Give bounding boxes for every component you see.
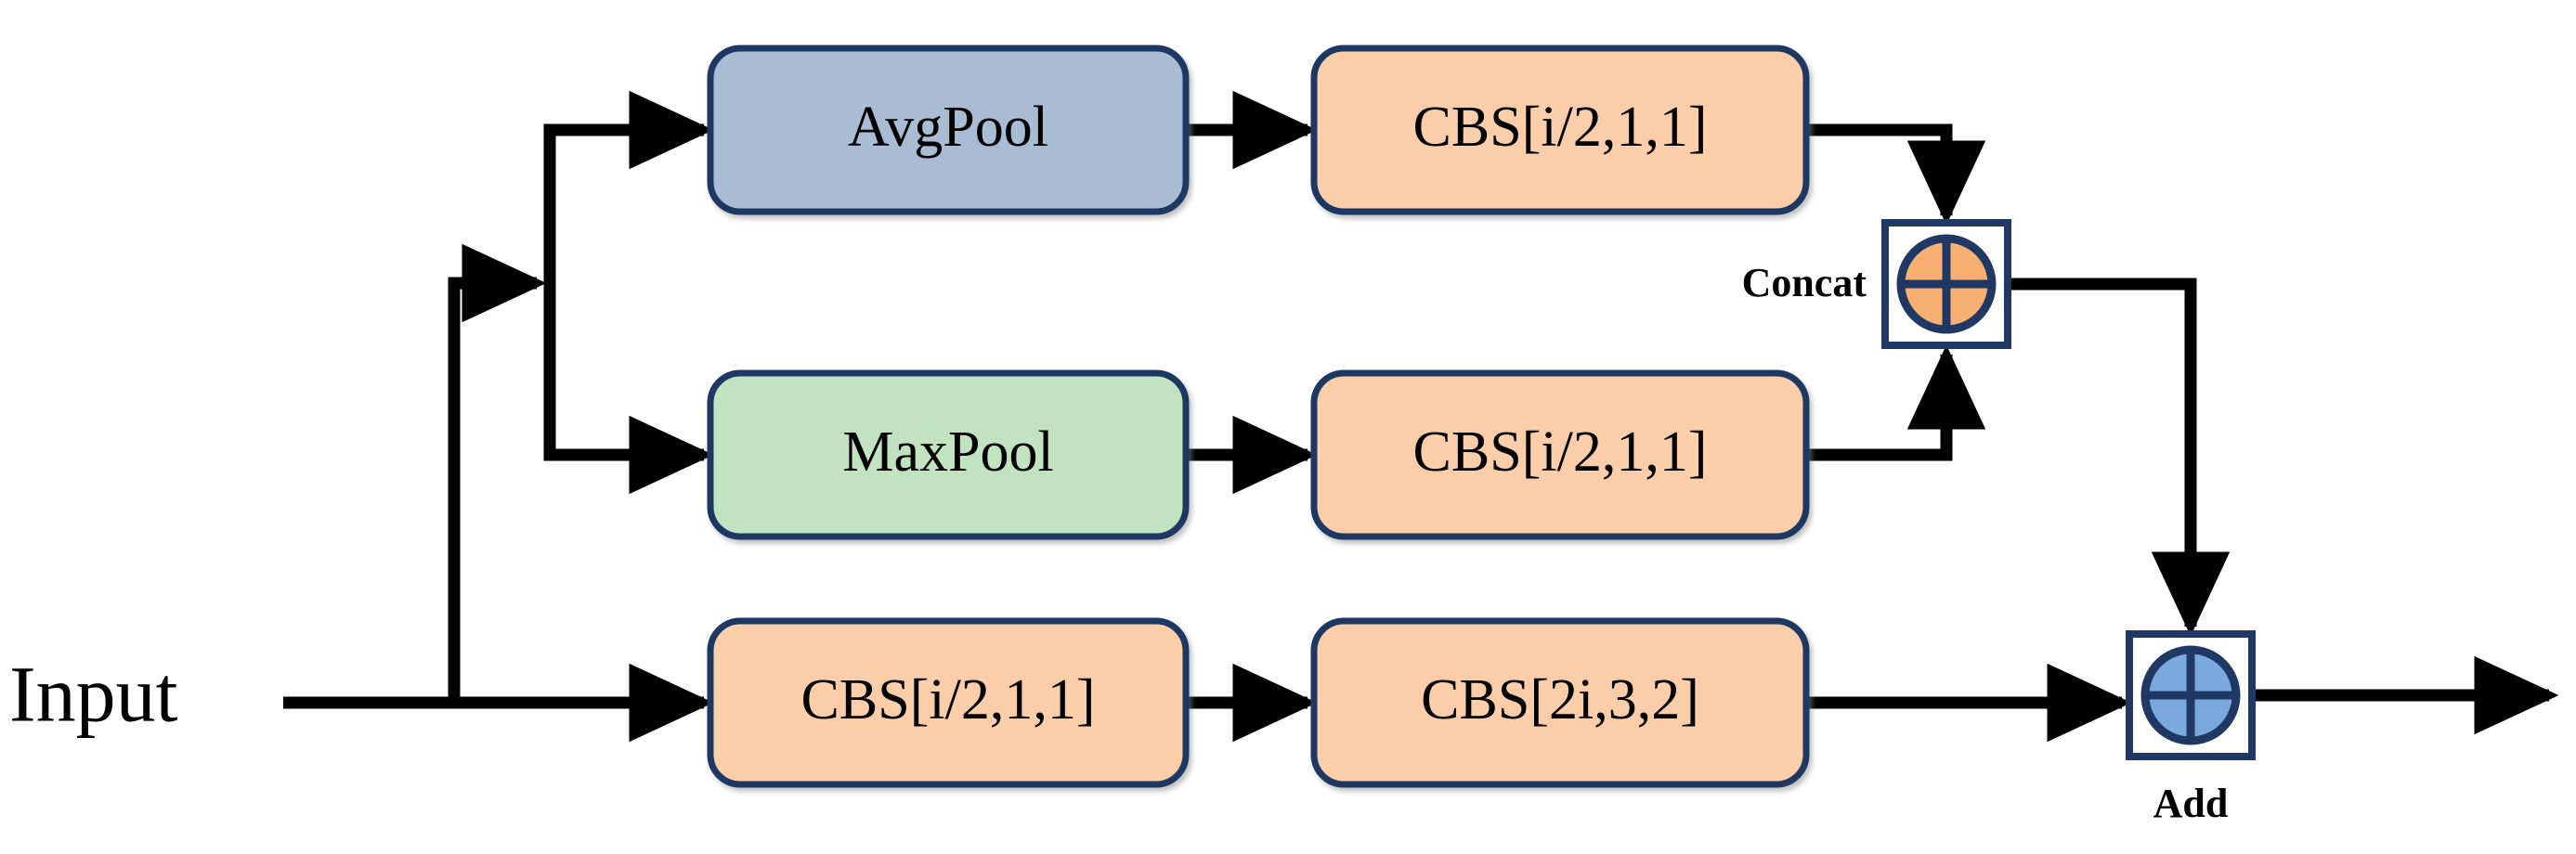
block-avgpool[interactable]: AvgPool (707, 45, 1190, 215)
connectors (283, 90, 2559, 743)
block-maxpool-label: MaxPool (842, 421, 1053, 484)
operator-concat-label: Concat (1742, 260, 1867, 305)
operator-concat[interactable]: Concat (1742, 219, 2011, 349)
block-avgpool-label: AvgPool (848, 96, 1048, 159)
block-maxpool[interactable]: MaxPool (707, 369, 1190, 540)
block-cbs-top[interactable]: CBS[i/2,1,1] (1310, 45, 1810, 215)
edge-input-split-riser (448, 243, 547, 703)
operator-add[interactable]: Add (2126, 630, 2256, 826)
block-cbs-bot2-shape[interactable] (1310, 617, 1810, 788)
block-cbs-top-label: CBS[i/2,1,1] (1413, 96, 1708, 159)
block-cbs-bot2-label: CBS[2i,3,2] (1421, 668, 1699, 731)
block-cbs-bot1-label: CBS[i/2,1,1] (801, 668, 1096, 731)
edge-cbstop-to-concat (1803, 123, 1986, 226)
block-cbs-bot1-shape[interactable] (707, 617, 1190, 788)
edge-concat-to-add (2011, 278, 2231, 637)
circle-plus-icon (1896, 234, 1997, 334)
block-cbs-bot2[interactable]: CBS[2i,3,2] (1310, 617, 1810, 788)
block-cbs-mid-label: CBS[i/2,1,1] (1413, 421, 1708, 484)
input-label: Input (9, 650, 178, 739)
block-cbs-mid-shape[interactable] (1310, 369, 1810, 540)
block-avgpool-shape[interactable] (707, 45, 1190, 215)
block-cbs-top-shape[interactable] (1310, 45, 1810, 215)
block-cbs-bot1[interactable]: CBS[i/2,1,1] (707, 617, 1190, 788)
edge-cbsmid-to-concat (1803, 344, 1986, 461)
operator-add-label: Add (2153, 781, 2229, 826)
block-maxpool-shape[interactable] (707, 369, 1190, 540)
edge-fork-to-avgpool (543, 90, 714, 283)
circle-plus-icon (2140, 645, 2241, 745)
block-cbs-mid[interactable]: CBS[i/2,1,1] (1310, 369, 1810, 540)
edge-fork-to-maxpool (543, 283, 714, 495)
